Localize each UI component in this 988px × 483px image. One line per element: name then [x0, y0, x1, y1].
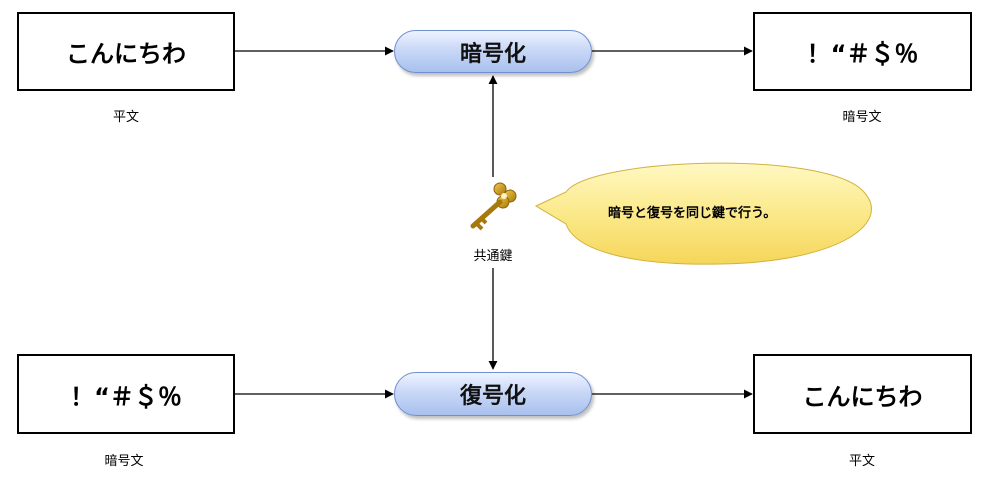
callout-bubble: [534, 162, 872, 265]
key-icon: [470, 182, 517, 231]
key-caption: 共通鍵: [473, 249, 513, 264]
encrypt-node: 暗号化: [394, 30, 592, 73]
plaintext-box-top: こんにちわ: [17, 12, 235, 91]
ciphertext-caption-bottom: 暗号文: [104, 454, 144, 469]
ciphertext-box-bottom: ！“＃＄％: [17, 354, 235, 434]
ciphertext-caption-top: 暗号文: [842, 110, 882, 125]
decrypt-node: 復号化: [394, 372, 592, 416]
plaintext-caption-bottom: 平文: [848, 454, 875, 469]
ciphertext-box-top: ！“＃＄％: [753, 12, 972, 91]
plaintext-box-bottom: こんにちわ: [753, 354, 972, 434]
callout-text: 暗号と復号を同じ鍵で行う。: [608, 206, 777, 221]
plaintext-caption-top: 平文: [112, 110, 139, 125]
